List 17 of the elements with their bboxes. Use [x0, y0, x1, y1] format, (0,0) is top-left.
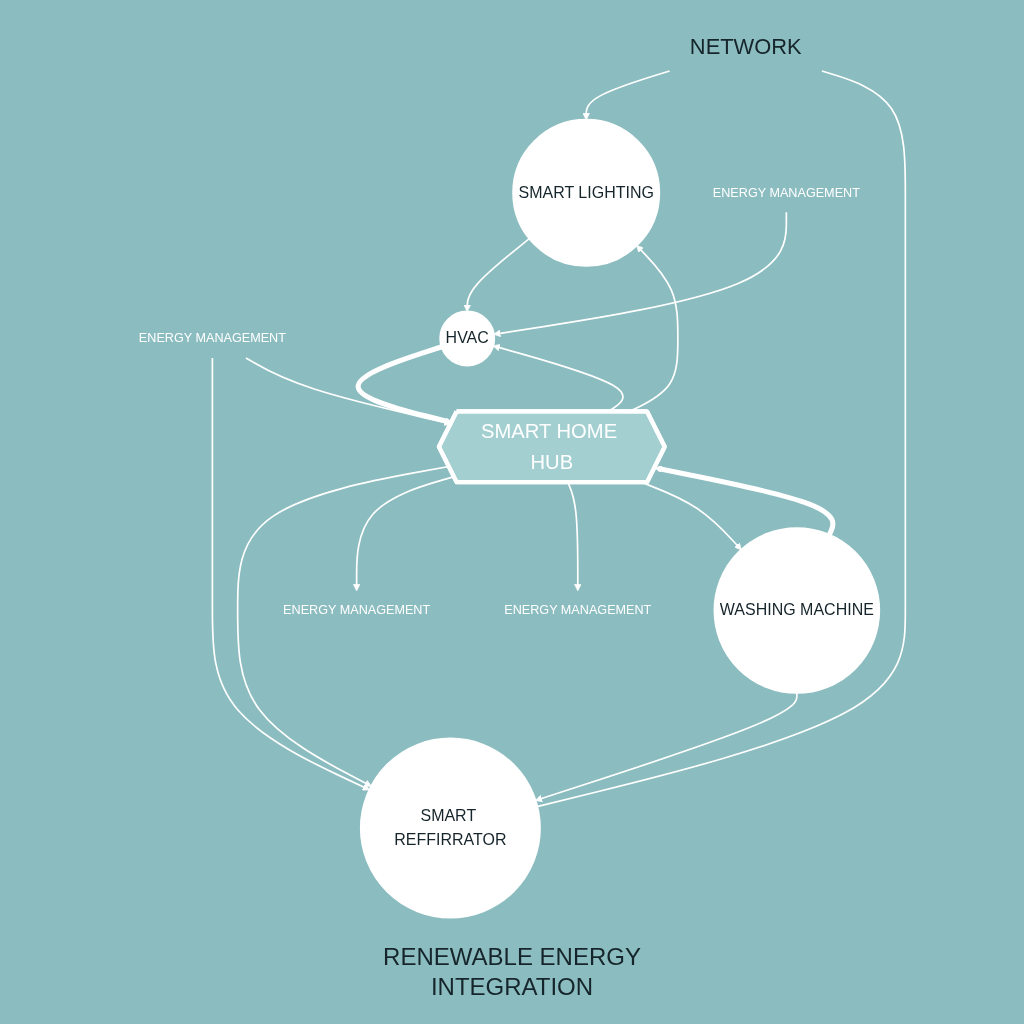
node-text: NETWORK [689, 34, 802, 60]
node-circle: SMART LIGHTING [512, 118, 661, 267]
connector [536, 70, 907, 808]
node-text: ENERGY MANAGEMENT [712, 185, 860, 200]
node-text: ENERGY MANAGEMENT [138, 330, 286, 345]
arrow [211, 357, 371, 791]
arrow [654, 465, 836, 537]
hexagon-node: SMART HOME HUB [436, 409, 667, 485]
label-text: RENEWABLE ENERGY INTEGRATION [382, 942, 642, 1002]
node-circle: SMART REFFIRRATOR [359, 737, 541, 919]
node-text: ENERGY MANAGEMENT [283, 602, 431, 617]
arrow [463, 237, 531, 313]
node-circle: HVAC [439, 310, 496, 367]
node-circle: WASHING MACHINE [713, 527, 881, 694]
node-text: ENERGY MANAGEMENT [504, 602, 652, 617]
arrow [582, 70, 671, 121]
arrow [493, 211, 788, 337]
